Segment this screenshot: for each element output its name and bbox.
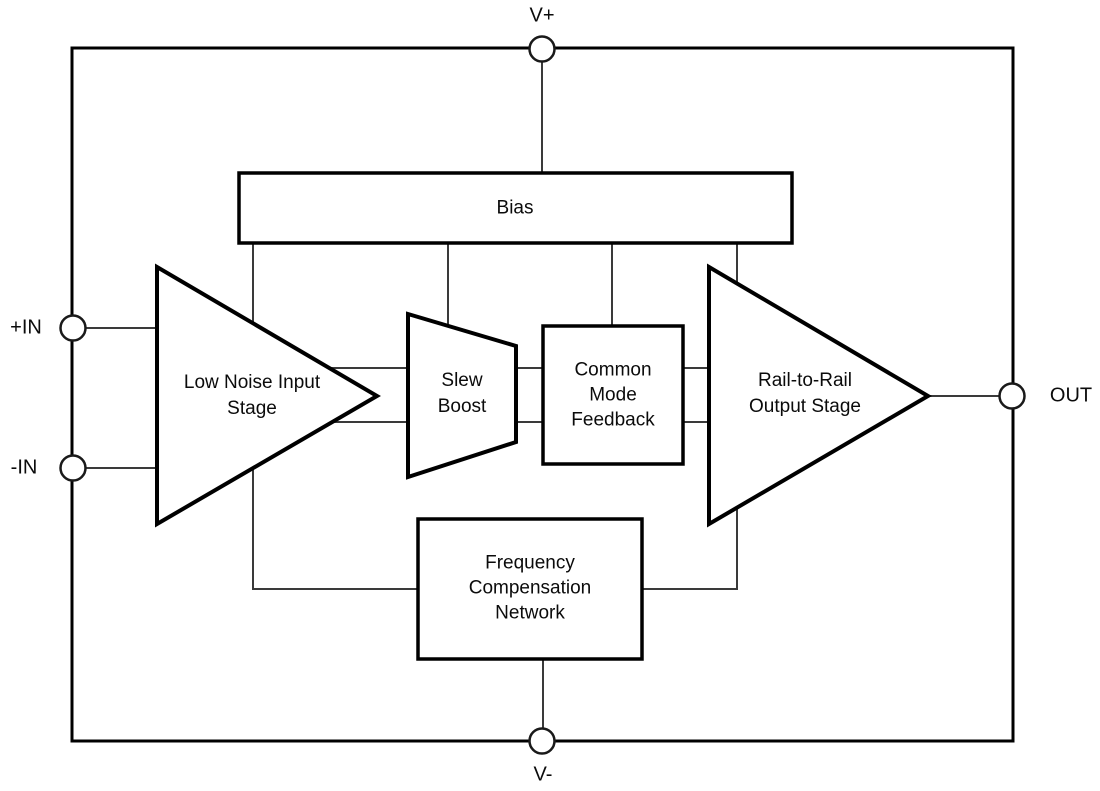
frequency-compensation-network-label-line1: Frequency bbox=[485, 552, 575, 574]
blocks bbox=[155, 171, 932, 661]
plus-in-terminal-circle bbox=[59, 314, 87, 342]
vminus-label: V- bbox=[533, 763, 553, 786]
frequency-compensation-network-label-line2: Compensation bbox=[468, 577, 592, 599]
common-mode-feedback-block bbox=[541, 324, 685, 466]
low-noise-input-stage-block bbox=[155, 263, 381, 528]
low-noise-input-stage-label: Low Noise Input Stage bbox=[184, 370, 320, 422]
common-mode-feedback-label-line1: Common bbox=[574, 359, 652, 381]
bias-label: Bias bbox=[496, 197, 534, 219]
rail-to-rail-output-stage-block bbox=[707, 263, 932, 528]
low-noise-input-stage-label-line2: Stage bbox=[227, 398, 277, 419]
pin-terminals bbox=[59, 35, 1026, 755]
out-label: OUT bbox=[1049, 384, 1093, 407]
common-mode-feedback-label-line2: Mode bbox=[589, 384, 637, 406]
plus-in-label: +IN bbox=[10, 316, 42, 339]
bias-block bbox=[237, 171, 794, 245]
minus-in-terminal-circle bbox=[59, 454, 87, 482]
common-mode-feedback-label: Common Mode Feedback bbox=[571, 358, 654, 433]
frequency-compensation-network-label: Frequency Compensation Network bbox=[469, 551, 592, 626]
rail-to-rail-output-stage-label-line1: Rail-to-Rail bbox=[758, 370, 852, 391]
vminus-terminal-circle bbox=[528, 727, 556, 755]
rail-to-rail-output-stage-label: Rail-to-Rail Output Stage bbox=[749, 368, 861, 420]
slew-boost-label-line2: Boost bbox=[437, 396, 487, 417]
frequency-compensation-network-label-line3: Network bbox=[495, 602, 565, 624]
slew-boost-label: Slew Boost bbox=[438, 368, 487, 420]
wire-input-to-compensation bbox=[252, 450, 420, 590]
common-mode-feedback-label-line3: Feedback bbox=[571, 409, 655, 431]
frequency-compensation-network-block bbox=[416, 517, 644, 661]
out-terminal-circle bbox=[998, 382, 1026, 410]
slew-boost-label-line1: Slew bbox=[441, 370, 483, 391]
rail-to-rail-output-stage-label-line2: Output Stage bbox=[749, 396, 861, 417]
low-noise-input-stage-label-line1: Low Noise Input bbox=[183, 372, 321, 393]
slew-boost-block bbox=[406, 311, 518, 480]
vplus-label: V+ bbox=[529, 4, 555, 27]
vplus-terminal-circle bbox=[528, 35, 556, 63]
minus-in-label: -IN bbox=[10, 456, 38, 479]
